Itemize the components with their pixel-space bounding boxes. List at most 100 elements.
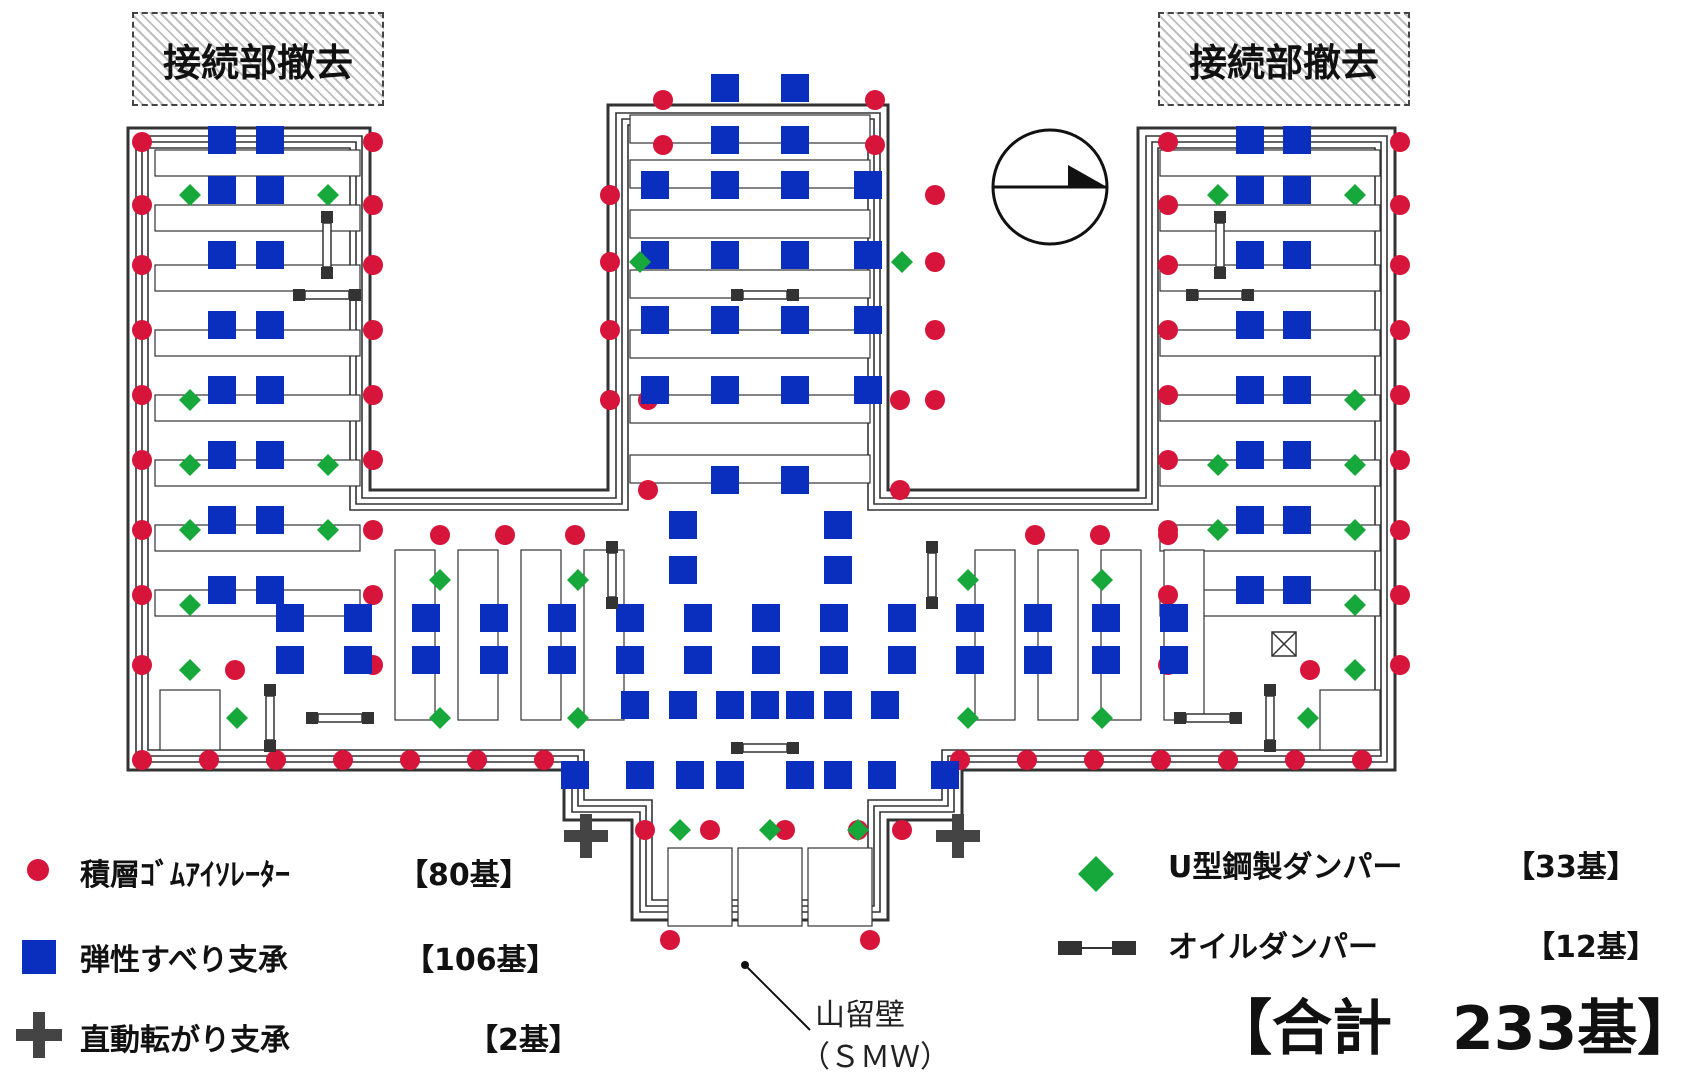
legend-label: 直動転がり支承 [80,1023,290,1058]
elastic-slide-icon [1236,126,1264,154]
steel-damper-icon [891,251,913,273]
elastic-slide-icon [208,176,236,204]
rubber-isolator-icon [1390,255,1410,275]
elastic-slide-icon [676,761,704,789]
oil-damper-icon [293,289,361,301]
removal-label-right: 接続部撤去 [1158,12,1410,106]
elastic-slide-icon [1236,311,1264,339]
elastic-slide-icon [711,306,739,334]
rubber-isolator-icon [860,930,880,950]
steel-damper-icon [669,819,691,841]
elastic-slide-icon [868,761,896,789]
elastic-slide-icon [711,376,739,404]
steel-damper-icon [1297,707,1319,729]
elastic-slide-icon [786,761,814,789]
elastic-slide-icon [1236,576,1264,604]
steel-damper-icon [957,707,979,729]
steel-damper-icon [1207,519,1229,541]
steel-damper-icon [629,251,651,273]
steel-damper-icon [567,707,589,729]
elastic-slide-icon [276,604,304,632]
rubber-isolator-icon [363,585,383,605]
rubber-isolator-icon [363,255,383,275]
elastic-slide-icon [752,646,780,674]
elastic-slide-icon [208,376,236,404]
steel-damper-icon [759,819,781,841]
elastic-slide-icon [781,241,809,269]
elastic-slide-icon [1283,376,1311,404]
removal-label-left: 接続部撤去 [132,12,384,106]
rubber-isolator-icon [660,930,680,950]
grid-bay [159,689,221,751]
grid-bay [1159,394,1381,422]
rubber-isolator-icon [700,820,720,840]
rubber-isolator-icon [1390,520,1410,540]
elastic-slide-icon [1283,241,1311,269]
rubber-isolator-icon [925,185,945,205]
rubber-isolator-icon [865,90,885,110]
elastic-slide-icon [208,441,236,469]
rubber-isolator-icon [653,135,673,155]
elastic-slide-icon [641,306,669,334]
grid-bay [629,329,871,359]
legend-rubber-icon [27,859,49,881]
steel-damper-icon [1344,454,1366,476]
grid-bay [1159,459,1381,487]
elastic-slide-icon [669,691,697,719]
elastic-slide-icon [344,646,372,674]
rubber-isolator-icon [363,320,383,340]
rubber-isolator-icon [363,385,383,405]
elastic-slide-icon [412,646,440,674]
grid-bay [394,549,436,721]
rubber-isolator-icon [1151,750,1171,770]
rubber-isolator-icon [363,520,383,540]
rubber-isolator-icon [1285,750,1305,770]
legend-count-oil: 【12基】 [1525,922,1657,966]
rubber-isolator-icon [1158,585,1178,605]
legend-rolling-icon [16,1012,62,1058]
legend-count: 【33基】 [1505,850,1637,885]
elastic-slide-icon [1092,604,1120,632]
elastic-slide-icon [256,376,284,404]
steel-damper-icon [1207,184,1229,206]
steel-damper-icon [317,184,339,206]
elastic-slide-icon [711,74,739,102]
elastic-slide-icon [781,126,809,154]
grid-bay [667,847,733,927]
rubber-isolator-icon [333,750,353,770]
rubber-isolator-icon [1158,255,1178,275]
elastic-slide-icon [1283,311,1311,339]
elastic-slide-icon [480,646,508,674]
legend-slide-icon [22,940,56,974]
elastic-slide-icon [716,691,744,719]
legend-oil-icon [1058,941,1136,955]
elastic-slide-icon [716,761,744,789]
grid-bay [629,394,871,424]
rubber-isolator-icon [1158,132,1178,152]
rubber-isolator-icon [266,750,286,770]
wall-line [141,118,1382,907]
legend-item-oil: オイルダンパー [1168,922,1378,966]
elastic-slide-icon [1236,441,1264,469]
rolling-bearing-icon [936,814,980,858]
elastic-slide-icon [956,604,984,632]
elastic-slide-icon [711,171,739,199]
elastic-slide-icon [854,171,882,199]
grid-bay [1163,549,1205,721]
elastic-slide-icon [1283,506,1311,534]
elastic-slide-icon [786,691,814,719]
elastic-slide-icon [1283,126,1311,154]
rubber-isolator-icon [132,320,152,340]
rubber-isolator-icon [1158,385,1178,405]
steel-damper-icon [179,659,201,681]
oil-damper-icon [606,541,618,609]
rubber-isolator-icon [132,255,152,275]
wall-line [135,112,1388,913]
retaining-wall-label-sub: （ＳＭＷ） [800,1040,950,1075]
rubber-isolator-icon [865,135,885,155]
steel-damper-icon [1344,184,1366,206]
elastic-slide-icon [854,376,882,404]
wall-line [147,124,1376,901]
oil-damper-icon [306,712,374,724]
grid-bay [629,209,871,239]
